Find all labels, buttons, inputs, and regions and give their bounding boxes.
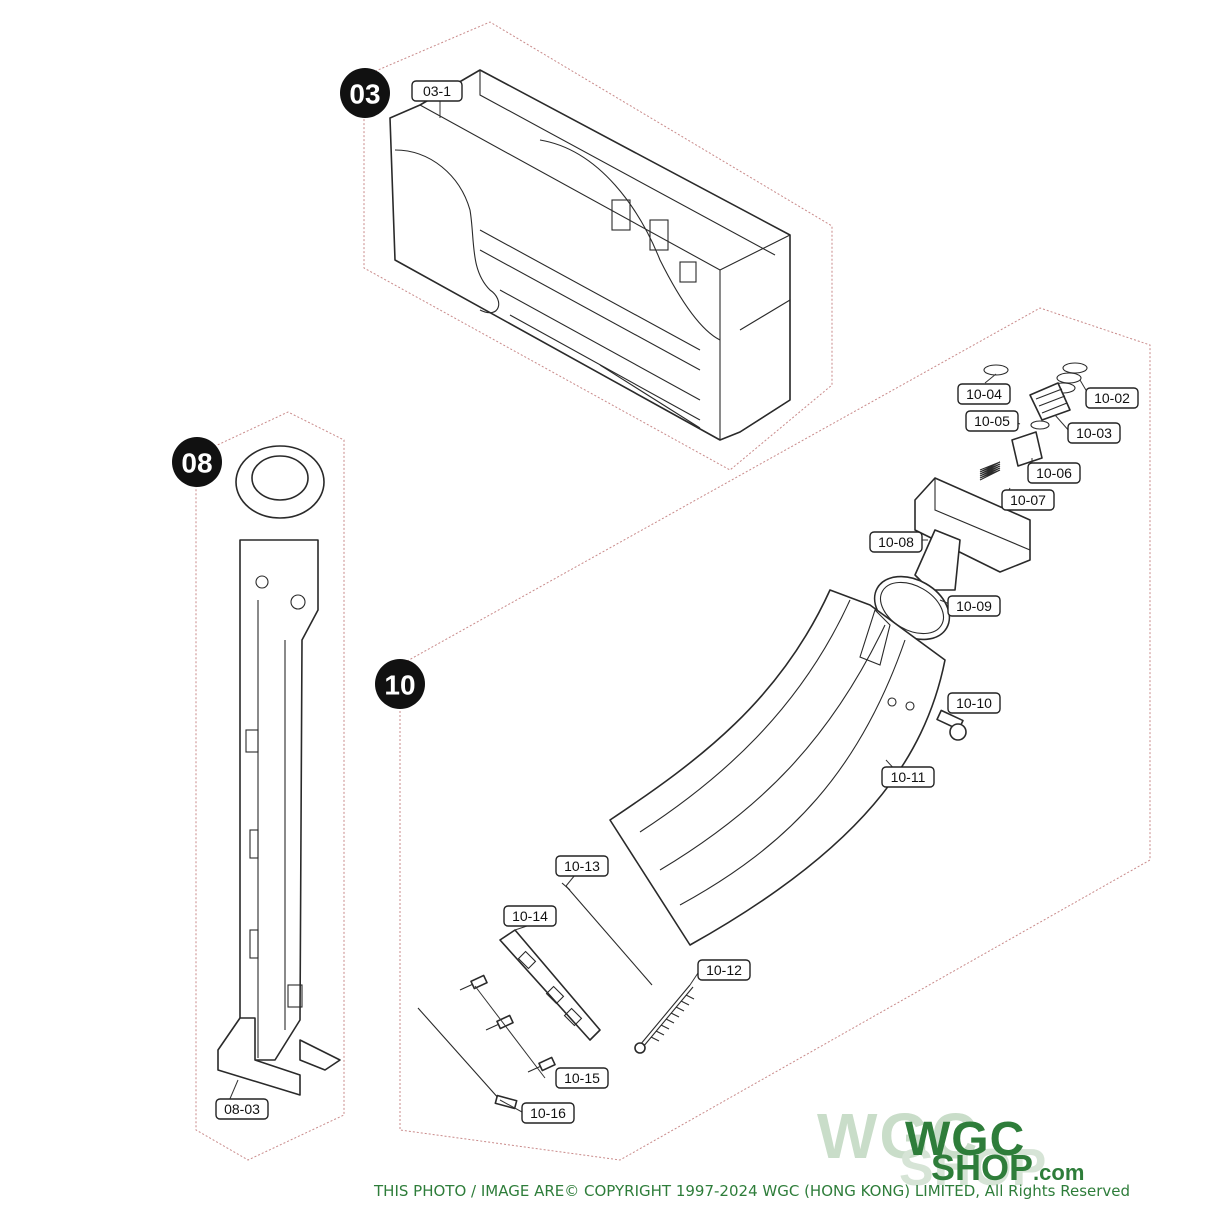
svg-text:03-1: 03-1 xyxy=(423,83,451,99)
callout-10-04: 10-04 xyxy=(957,383,1011,405)
svg-text:10-04: 10-04 xyxy=(966,386,1002,402)
callout-10-12: 10-12 xyxy=(697,959,751,981)
svg-text:10-13: 10-13 xyxy=(564,858,600,874)
svg-text:03: 03 xyxy=(349,79,380,110)
magazine-assembly-10 xyxy=(225,100,1091,1113)
group-10-outline xyxy=(399,307,1151,1161)
callout-10-06: 10-06 xyxy=(1027,462,1081,484)
callout-10-15: 10-15 xyxy=(555,1067,609,1089)
logo-shop-text: SHOP xyxy=(931,1147,1034,1188)
svg-text:10-16: 10-16 xyxy=(530,1105,566,1121)
callout-10-16: 10-16 xyxy=(521,1102,575,1124)
svg-text:10-05: 10-05 xyxy=(974,413,1010,429)
svg-text:10-15: 10-15 xyxy=(564,1070,600,1086)
lower-receiver-03-1 xyxy=(389,69,791,441)
callout-10-05: 10-05 xyxy=(965,410,1019,432)
svg-text:10-03: 10-03 xyxy=(1076,425,1112,441)
group-03-outline xyxy=(363,21,833,471)
group-badge-03: 03 xyxy=(340,68,390,118)
logo-ghost-top: WGC xyxy=(817,1100,980,1172)
callout-10-13: 10-13 xyxy=(555,855,609,877)
group-08-outline xyxy=(195,411,345,1161)
svg-text:08: 08 xyxy=(181,448,212,479)
svg-text:10-09: 10-09 xyxy=(956,598,992,614)
svg-text:10-06: 10-06 xyxy=(1036,465,1072,481)
callout-10-02: 10-02 xyxy=(1085,387,1139,409)
svg-text:10-14: 10-14 xyxy=(512,908,548,924)
copyright-notice: THIS PHOTO / IMAGE ARE© COPYRIGHT 1997-2… xyxy=(374,1182,1131,1200)
callout-10-08: 10-08 xyxy=(869,531,923,553)
svg-text:10: 10 xyxy=(384,670,415,701)
callout-08-03: 08-03 xyxy=(215,1098,269,1120)
callout-10-09: 10-09 xyxy=(947,595,1001,617)
callout-03-1: 03-1 xyxy=(411,80,463,102)
callout-10-14: 10-14 xyxy=(503,905,557,927)
magazine-tube-08 xyxy=(217,445,341,1096)
svg-text:10-12: 10-12 xyxy=(706,962,742,978)
logo-wgc: WGC xyxy=(905,1113,1026,1166)
svg-text:08-03: 08-03 xyxy=(224,1101,260,1117)
callout-10-10: 10-10 xyxy=(947,692,1001,714)
group-badge-10: 10 xyxy=(375,659,425,709)
svg-text:10-07: 10-07 xyxy=(1010,492,1046,508)
svg-text:10-10: 10-10 xyxy=(956,695,992,711)
logo-ghost-bottom: SHOP xyxy=(899,1139,1047,1197)
svg-text:10-08: 10-08 xyxy=(878,534,914,550)
callout-10-03: 10-03 xyxy=(1067,422,1121,444)
logo-domain-suffix: .com xyxy=(1033,1160,1085,1185)
svg-text:10-02: 10-02 xyxy=(1094,390,1130,406)
callout-10-07: 10-07 xyxy=(1001,489,1055,511)
brand-logo: WGC SHOP WGC SHOP.com xyxy=(817,1104,1205,1194)
svg-text:10-11: 10-11 xyxy=(891,769,926,785)
logo-shop: SHOP.com xyxy=(931,1150,1084,1186)
group-badge-08: 08 xyxy=(172,437,222,487)
callout-10-11: 10-11 xyxy=(881,766,935,788)
